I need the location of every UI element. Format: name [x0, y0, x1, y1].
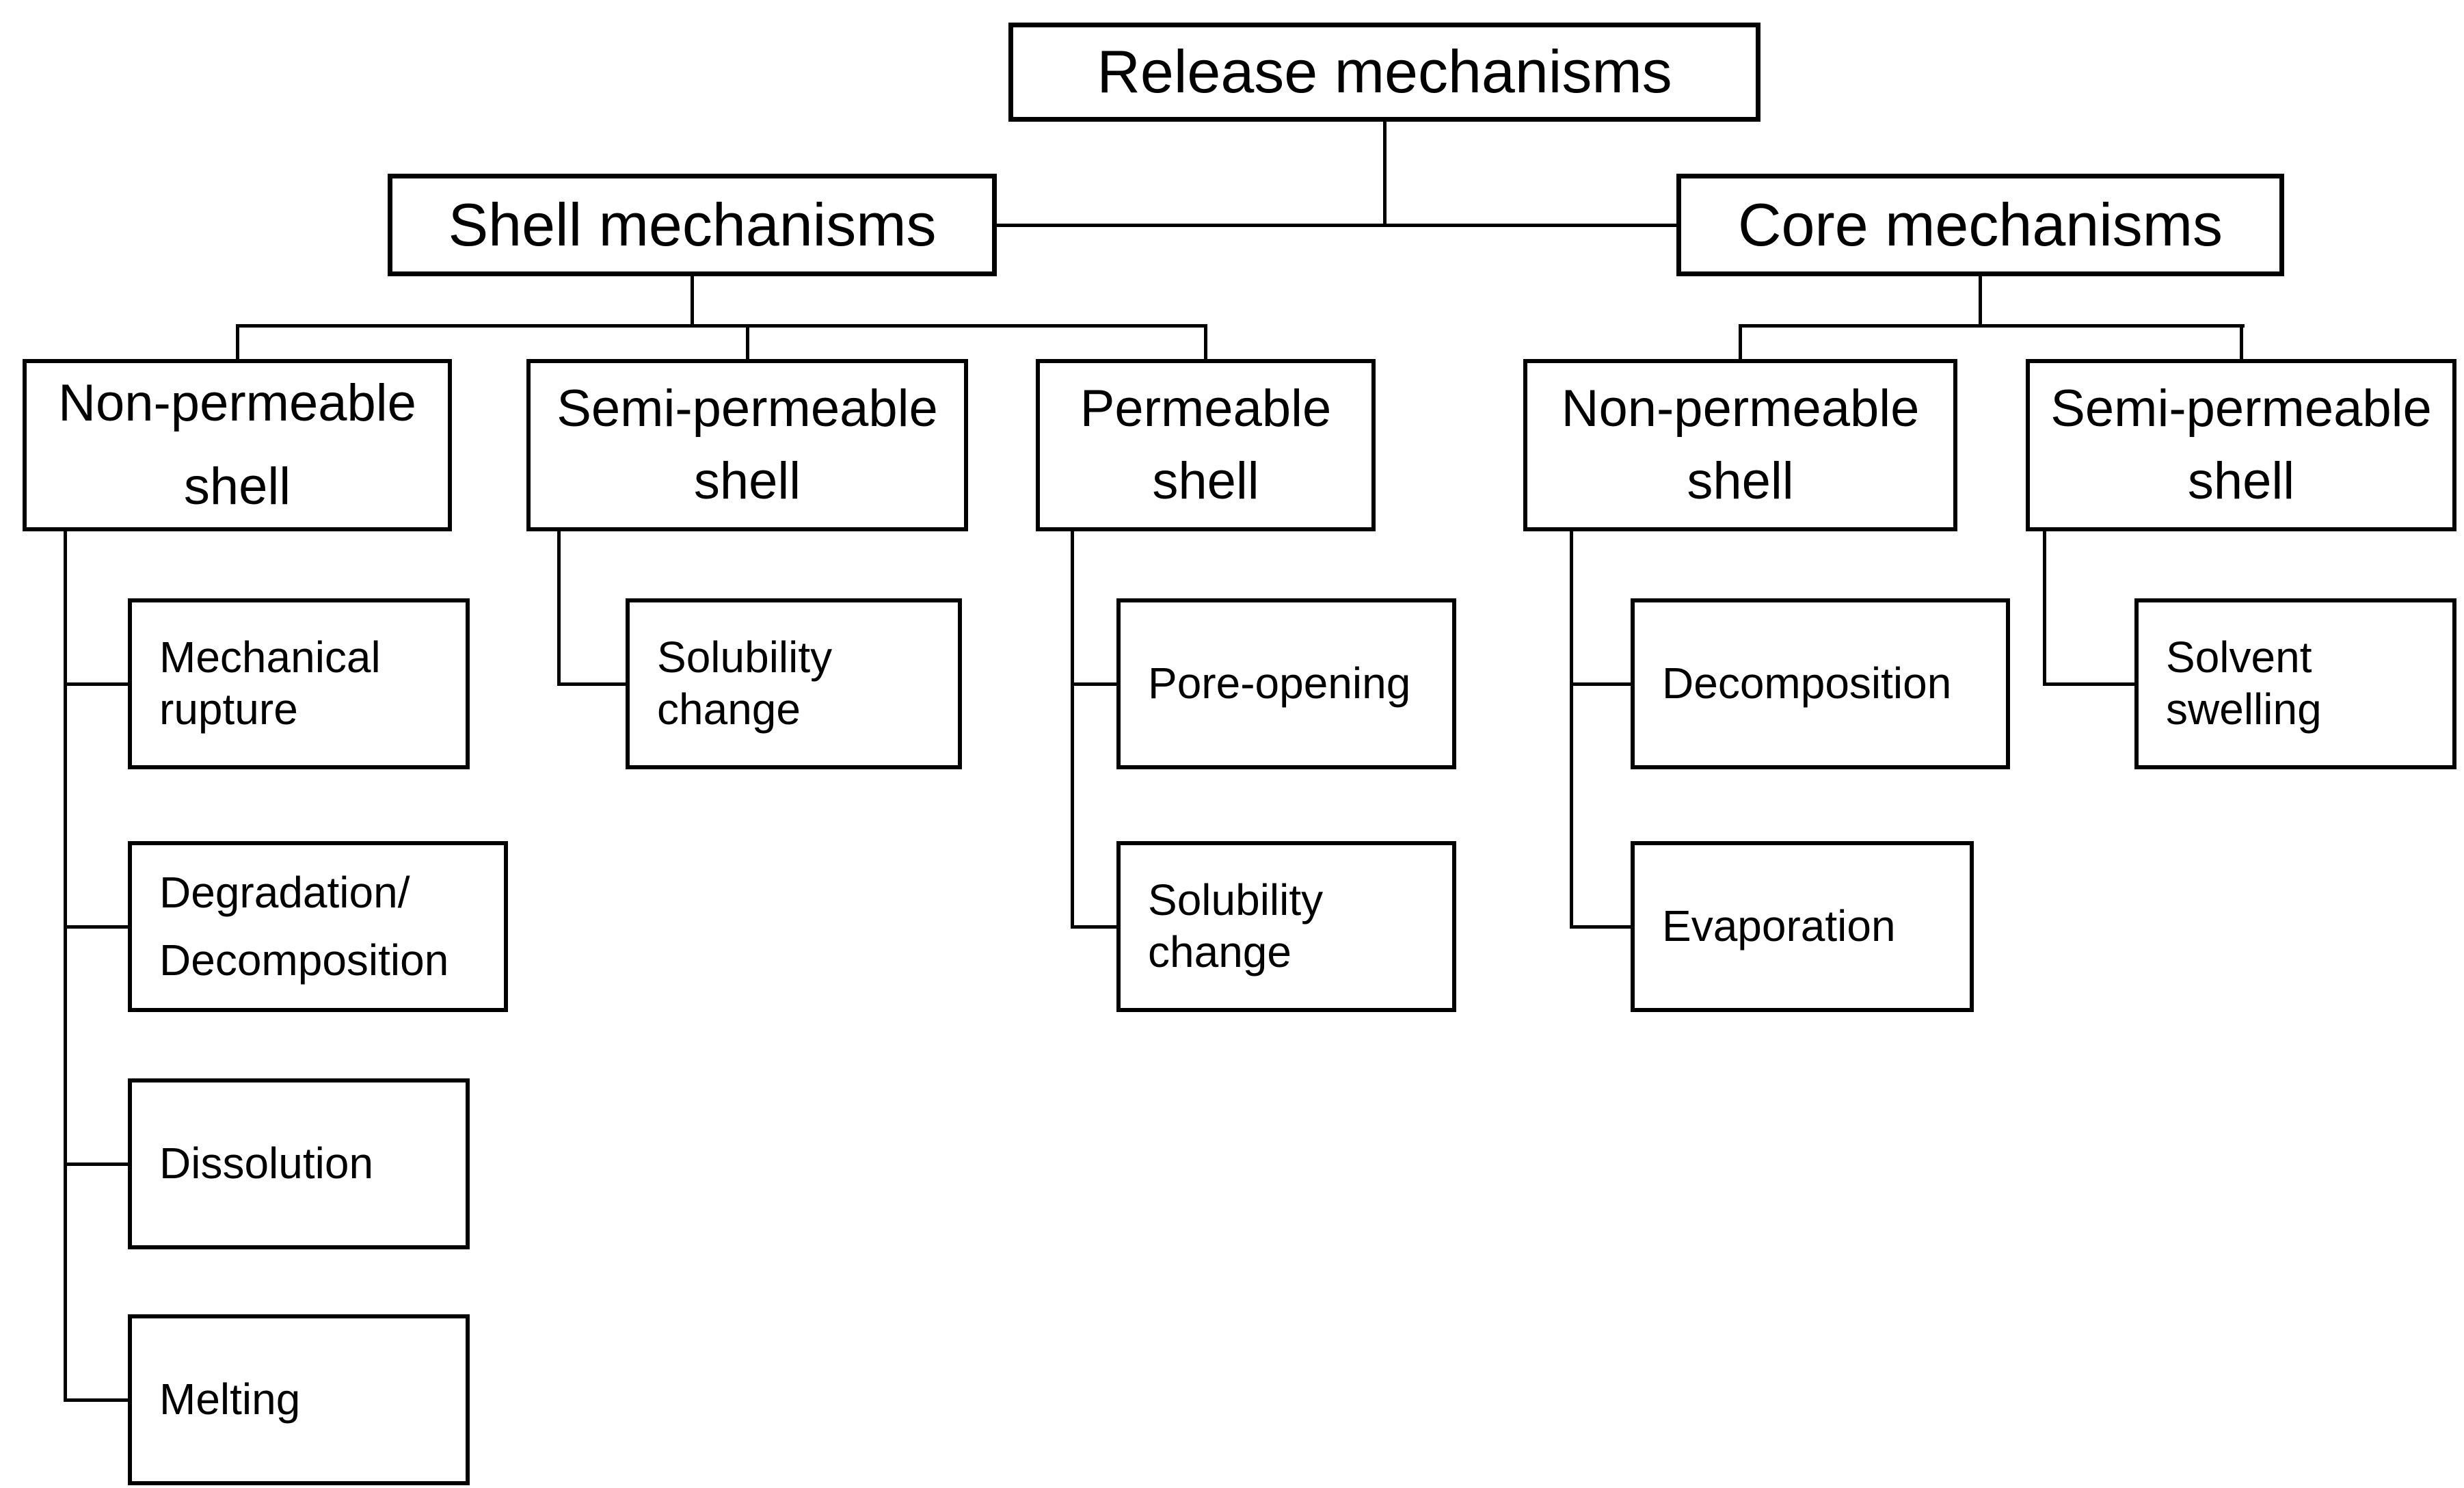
node-permeable-shell: Permeable shell — [1036, 359, 1376, 531]
connector-level2-horizontal — [995, 224, 1678, 227]
node-core-mechanisms: Core mechanisms — [1676, 174, 2284, 276]
connector-nonpermeable-shell-trunk — [64, 530, 67, 1401]
connector-drop-semipermeable-core — [2240, 324, 2243, 360]
node-pore-opening: Pore-opening — [1116, 598, 1456, 769]
node-melting-label: Melting — [159, 1374, 301, 1424]
node-degradation-decomposition-label: Degradation/ Decomposition — [159, 867, 449, 985]
node-evaporation: Evaporation — [1631, 841, 1974, 1012]
connector-core-mech-down — [1979, 275, 1982, 328]
connector-stub-solubility-perm — [1071, 925, 1118, 929]
node-solubility-change-permeable: Solubility change — [1116, 841, 1456, 1012]
node-permeable-shell-label: Permeable shell — [1080, 379, 1332, 510]
connector-drop-nonpermeable-shell — [236, 324, 239, 360]
node-nonpermeable-shell-label: Non-permeable shell — [58, 374, 416, 516]
node-semipermeable-shell-label: Semi-permeable shell — [557, 379, 938, 510]
connector-stub-solvent-swelling — [2043, 682, 2136, 686]
connector-shell-mech-down — [691, 275, 694, 328]
connector-nonpermeable-core-trunk — [1570, 530, 1573, 928]
node-evaporation-label: Evaporation — [1662, 901, 1896, 951]
connector-stub-pore-opening — [1071, 682, 1118, 686]
node-nonpermeable-shell-core-label: Non-permeable shell — [1561, 379, 1920, 510]
node-mechanical-rupture: Mechanical rupture — [128, 598, 470, 769]
node-release-mechanisms: Release mechanisms — [1008, 23, 1760, 122]
node-solvent-swelling-label: Solvent swelling — [2166, 633, 2322, 734]
connector-drop-semipermeable-shell — [746, 324, 749, 360]
node-solvent-swelling: Solvent swelling — [2134, 598, 2456, 769]
node-semipermeable-shell-core-label: Semi-permeable shell — [2050, 379, 2432, 510]
connector-stub-degradation — [64, 925, 129, 929]
node-pore-opening-label: Pore-opening — [1148, 659, 1411, 708]
node-decomposition-label: Decomposition — [1662, 659, 1952, 708]
node-release-mechanisms-label: Release mechanisms — [1097, 38, 1672, 106]
node-degradation-decomposition: Degradation/ Decomposition — [128, 841, 508, 1012]
node-solubility-change-semipermeable-label: Solubility change — [657, 633, 833, 734]
node-mechanical-rupture-label: Mechanical rupture — [159, 633, 381, 734]
connector-permeable-shell-trunk — [1071, 530, 1074, 928]
node-nonpermeable-shell: Non-permeable shell — [23, 359, 452, 531]
node-solubility-change-permeable-label: Solubility change — [1148, 875, 1324, 976]
node-nonpermeable-shell-core: Non-permeable shell — [1523, 359, 1957, 531]
node-core-mechanisms-label: Core mechanisms — [1737, 190, 2223, 258]
connector-semipermeable-shell-trunk — [557, 530, 561, 685]
connector-stub-decomposition — [1570, 682, 1632, 686]
connector-stub-melting — [64, 1398, 129, 1402]
connector-release-to-level2 — [1383, 121, 1387, 227]
node-semipermeable-shell-core: Semi-permeable shell — [2026, 359, 2456, 531]
connector-core-children-rail — [1739, 324, 2245, 328]
node-solubility-change-semipermeable: Solubility change — [626, 598, 962, 769]
node-shell-mechanisms: Shell mechanisms — [388, 174, 997, 276]
connector-stub-dissolution — [64, 1162, 129, 1166]
node-dissolution-label: Dissolution — [159, 1139, 374, 1188]
connector-stub-mechanical-rupture — [64, 682, 129, 686]
connector-shell-children-rail — [236, 324, 1207, 328]
connector-stub-solubility-semi — [557, 682, 627, 686]
node-dissolution: Dissolution — [128, 1078, 470, 1249]
node-melting: Melting — [128, 1314, 470, 1485]
connector-drop-nonpermeable-core — [1739, 324, 1742, 360]
node-decomposition: Decomposition — [1631, 598, 2010, 769]
connector-drop-permeable-shell — [1204, 324, 1207, 360]
connector-semipermeable-core-trunk — [2043, 530, 2046, 685]
node-shell-mechanisms-label: Shell mechanisms — [448, 190, 937, 258]
connector-stub-evaporation — [1570, 925, 1632, 929]
node-semipermeable-shell: Semi-permeable shell — [526, 359, 968, 531]
